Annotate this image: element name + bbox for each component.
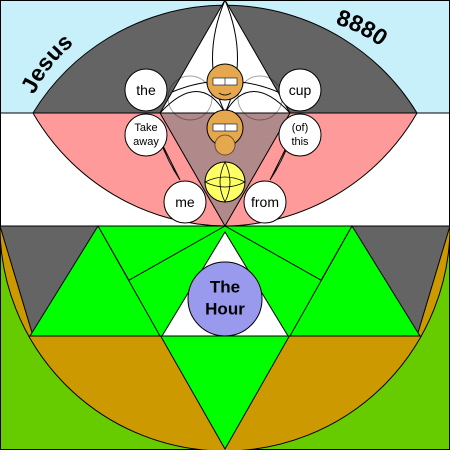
yellow-flower-icon — [204, 161, 246, 203]
face-icon — [206, 109, 244, 147]
circle-take-away — [124, 113, 168, 157]
word-away: away — [133, 136, 159, 148]
word-of: (of) — [292, 122, 309, 134]
face-icon — [206, 63, 244, 101]
circle-me — [163, 180, 207, 224]
circle-the — [124, 68, 168, 112]
word-from: from — [251, 194, 279, 210]
hour-circle — [187, 261, 263, 337]
petal-left — [159, 91, 226, 114]
face-icon — [214, 134, 236, 156]
word-cup: cup — [289, 82, 312, 98]
star-right — [289, 225, 421, 337]
word-this: this — [291, 136, 309, 148]
petal-right — [224, 91, 291, 114]
word-me: me — [175, 194, 195, 210]
word-the: the — [136, 82, 156, 98]
circle-cup — [278, 68, 322, 112]
circle-from — [243, 180, 287, 224]
ghost-circle-left — [167, 75, 213, 121]
lens-left — [159, 139, 181, 181]
hour-line2: Hour — [205, 300, 245, 319]
circle-of-this — [278, 113, 322, 157]
hour-line1: The — [210, 278, 240, 297]
word-take: Take — [134, 122, 157, 134]
star-left — [29, 225, 161, 337]
